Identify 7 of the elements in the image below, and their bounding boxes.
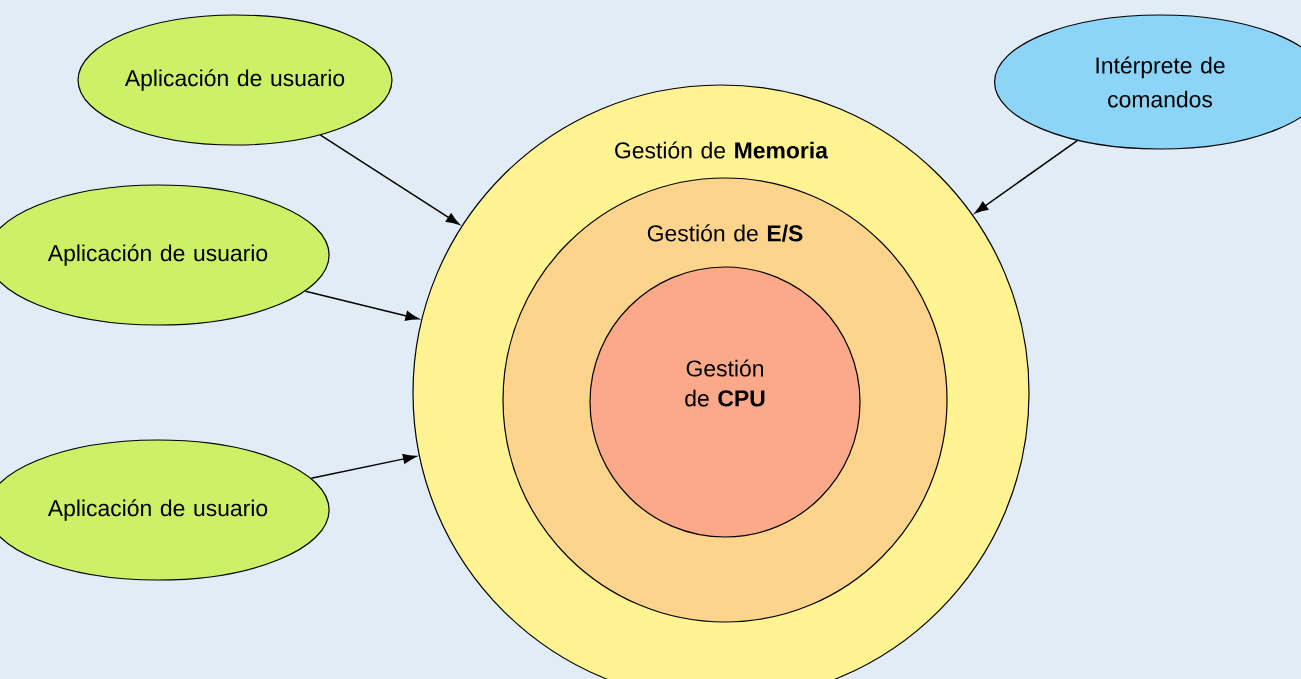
ellipse-node: Aplicación de usuario [77, 14, 393, 146]
arrow [304, 290, 419, 321]
arrow [319, 134, 460, 225]
ellipse-node: Intérprete de comandos [993, 14, 1301, 150]
circle-layer: Gestión de CPU [589, 266, 861, 538]
arrow [310, 454, 417, 479]
arrow [974, 139, 1079, 214]
